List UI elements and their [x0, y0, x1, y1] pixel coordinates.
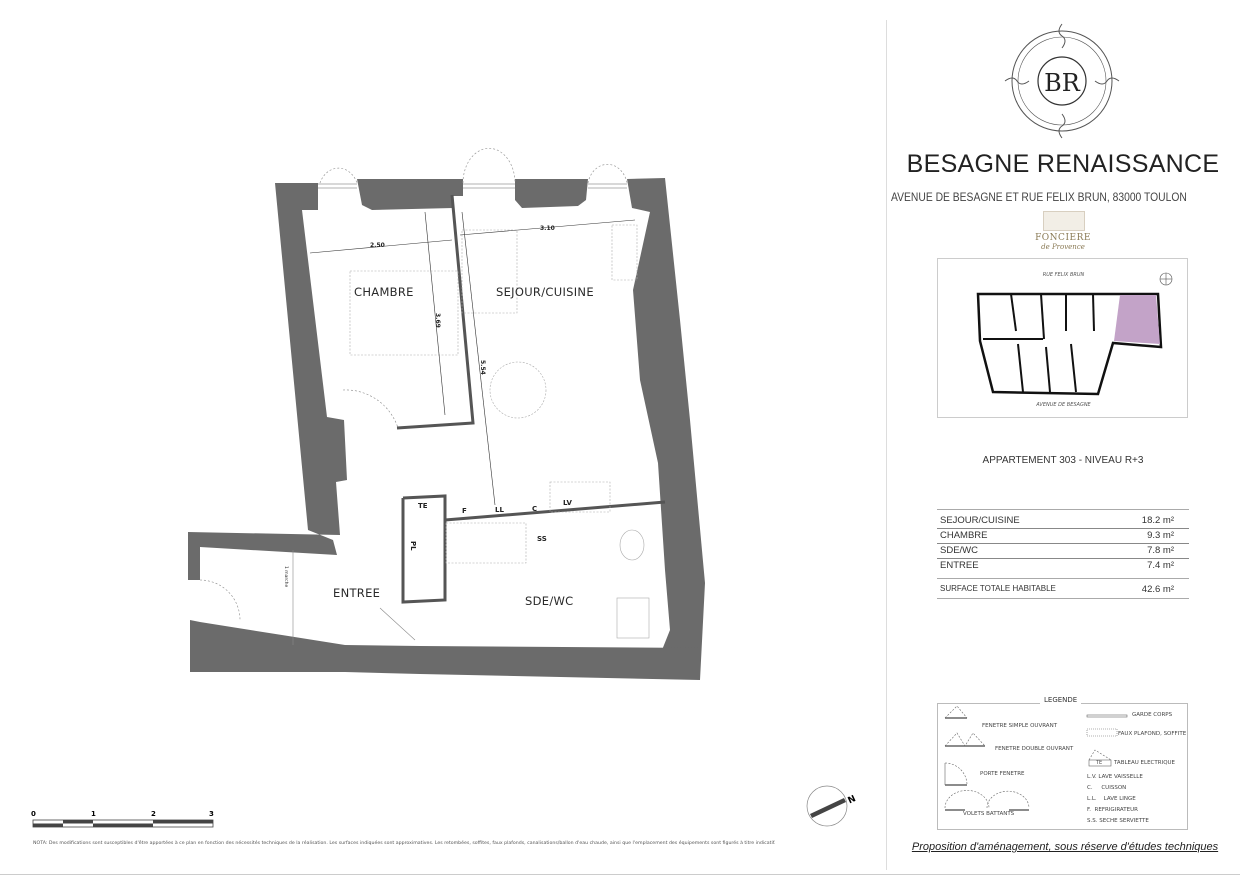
dimension-lines: [309, 211, 636, 506]
svg-text:BR: BR: [1044, 69, 1081, 97]
wall-right: [627, 178, 705, 680]
legend-abbr: L.V. LAVE VAISSELLE: [1087, 774, 1143, 780]
compass-icon: [1159, 272, 1173, 286]
fonciere-logo: FONCIERE: [1035, 233, 1091, 243]
dim-3-69: 3.69: [434, 313, 441, 328]
wall-top-1: [357, 179, 463, 210]
legend-fso: FENETRE SIMPLE OUVRANT: [982, 723, 1058, 729]
scale-bar: 0 1 2 3: [31, 810, 214, 828]
disclaimer: Proposition d'aménagement, sous réserve …: [911, 841, 1219, 853]
sofa-2: [611, 224, 638, 281]
svg-text:N: N: [846, 794, 857, 806]
bed: [349, 270, 459, 356]
legend-abbr: C. CUISSON: [1087, 785, 1127, 791]
project-address: AVENUE DE BESAGNE ET RUE FELIX BRUN, 830…: [891, 190, 1187, 204]
legend-vb: VOLETS BATTANTS: [963, 811, 1015, 817]
fonciere-emblem-icon: [1043, 211, 1085, 231]
wall-left: [188, 183, 347, 580]
legend-title: LEGENDE: [1040, 696, 1082, 704]
besagne-renaissance-logo: BR: [1004, 23, 1120, 139]
toilet: [619, 529, 645, 561]
partitions: [396, 194, 666, 604]
legend-gc: GARDE CORPS: [1132, 712, 1173, 718]
legend-te: TABLEAU ELECTRIQUE: [1114, 760, 1176, 766]
walls: [188, 178, 705, 680]
panel-divider: [886, 20, 887, 870]
washbasin: [616, 597, 650, 639]
street-bottom: AVENUE DE BESAGNE: [1036, 402, 1091, 408]
room-sde-wc: SDE/WC: [525, 594, 574, 608]
fixture-f: F: [462, 507, 467, 515]
legend-te-mark: TE: [1096, 760, 1103, 766]
dining-table: [489, 361, 547, 419]
fixture-ll: LL: [495, 506, 504, 514]
fixture-pl: PL: [409, 541, 417, 551]
legend-symbols: [944, 705, 1128, 811]
street-top: RUE FELIX BRUN: [1042, 272, 1085, 278]
dishwasher-zone: [549, 481, 611, 513]
scale-label-0: 0: [31, 810, 36, 818]
fixture-te: TE: [418, 502, 428, 510]
legend-fdo: FENETRE DOUBLE OUVRANT: [995, 746, 1074, 752]
fixture-ss: SS: [537, 535, 547, 543]
dim-3-10: 3.10: [540, 225, 555, 232]
doors: [199, 389, 416, 645]
bottom-line: [0, 874, 1240, 875]
step-label: 1 marche: [283, 566, 289, 588]
fixture-lv: LV: [563, 499, 572, 507]
furniture: [349, 224, 650, 639]
dim-5-54: 5.54: [479, 360, 486, 375]
room-entree: ENTREE: [333, 586, 380, 600]
legend-pf: PORTE FENETRE: [980, 771, 1025, 777]
room-sejour-cuisine: SEJOUR/CUISINE: [496, 285, 594, 299]
scale-label-2: 2: [151, 810, 156, 818]
apartment-303-highlight: [1114, 295, 1160, 344]
dim-2-50: 2.50: [370, 242, 385, 249]
apartment-label: APPARTEMENT 303 - NIVEAU R+3: [982, 455, 1144, 466]
fixture-c: C: [532, 505, 537, 513]
legend-abbr: F. REFRIGIRATEUR: [1087, 807, 1138, 813]
note-text: NOTA: Des modifications sont susceptible…: [33, 841, 776, 846]
wall-top-2: [515, 179, 588, 208]
key-plan: RUE FELIX BRUN AVENUE DE BESAGNE: [937, 258, 1188, 418]
scale-label-1: 1: [91, 810, 96, 818]
room-chambre: CHAMBRE: [354, 285, 414, 299]
legend-fp: FAUX PLAFOND, SOFFITE: [1118, 731, 1187, 737]
legend-abbr: L.L. LAVE LINGE: [1087, 796, 1136, 802]
legend-abbr: S.S. SECHE SERVIETTE: [1087, 818, 1149, 824]
table-rule: [937, 509, 1189, 510]
fonciere-logo-sub: de Provence: [1041, 243, 1085, 251]
project-title: BESAGNE RENAISSANCE: [906, 150, 1220, 178]
sofa: [461, 229, 518, 314]
windows: [318, 148, 628, 189]
north-arrow-icon: N: [806, 785, 858, 827]
shower: [445, 522, 527, 564]
floor-plan: 2.50 3.10 3.69 5.54 CHAMBRE SEJOUR/CUISI…: [31, 148, 858, 828]
scale-label-3: 3: [209, 810, 214, 818]
wall-bottom: [190, 620, 700, 680]
